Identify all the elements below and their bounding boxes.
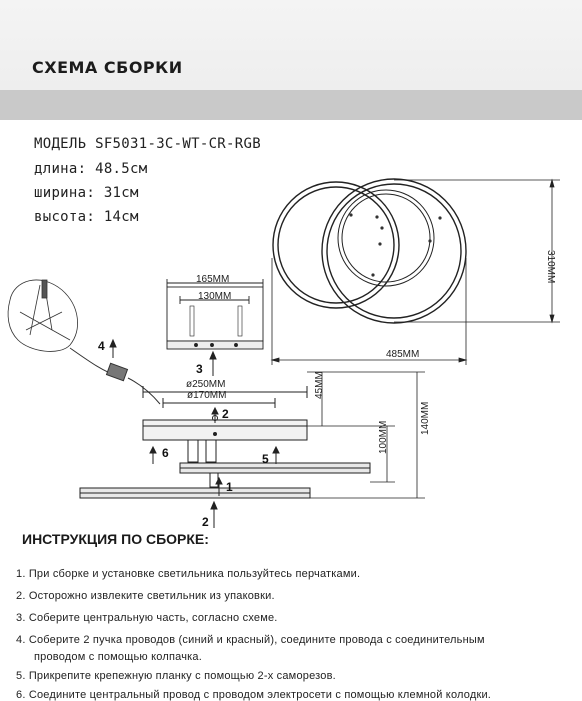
model-label: МОДЕЛЬ SF5031-3C-WT-CR-RGB [34, 136, 261, 152]
page-title: СХЕМА СБОРКИ [32, 58, 183, 77]
callout-1: 1 [226, 480, 233, 494]
instruction-step-2: 2. Осторожно извлеките светильник из упа… [16, 590, 275, 602]
length-label: длина: 48.5см [34, 161, 148, 177]
callout-4: 4 [98, 339, 105, 353]
dim-130-text: 130MM [198, 291, 231, 302]
callout-3-arrow [209, 350, 217, 376]
dim-310-text: 310MM [545, 250, 556, 283]
ring-connector-dots [349, 213, 442, 277]
dim-485-text: 485MM [386, 349, 419, 360]
callout-1-arrow [215, 476, 223, 496]
callout-2-lower: 2 [202, 515, 209, 529]
wire-bundle [69, 347, 161, 405]
dim-250-text: ø250MM [186, 379, 225, 390]
callout-5-arrow [272, 445, 280, 464]
callout-4-arrow [109, 338, 117, 358]
instruction-step-4-cont: проводом с помощью колпачка. [34, 651, 202, 663]
header-banner: СХЕМА СБОРКИ [0, 0, 582, 120]
dimension-485 [270, 258, 468, 365]
callout-3: 3 [196, 362, 203, 376]
dim-100-text: 100MM [378, 421, 389, 454]
instruction-step-5: 5. Прикрепите крепежную планку с помощью… [16, 670, 336, 682]
dimension-310 [394, 178, 560, 324]
top-view-rings [272, 178, 467, 324]
instructions-title: ИНСТРУКЦИЯ ПО СБОРКЕ: [22, 531, 209, 547]
assembly-diagram: 485MM 310MM 165MM 130MM 3 [7, 178, 560, 529]
callout-6-arrow [149, 445, 157, 464]
dim-45-text: 45MM [314, 371, 325, 399]
instruction-step-3: 3. Соберите центральную часть, согласно … [16, 612, 278, 624]
height-label: высота: 14см [34, 209, 139, 225]
wire-connector-sketch [7, 279, 78, 352]
callout-2-upper-arrow [211, 406, 219, 423]
dimension-verticals [307, 371, 425, 499]
instruction-step-6: 6. Соедините центральный провод с провод… [16, 689, 492, 701]
mounting-plate [166, 279, 264, 350]
dim-140-text: 140MM [420, 402, 431, 435]
width-label: ширина: 31см [34, 185, 139, 201]
instruction-step-1: 1. При сборке и установке светильника по… [16, 568, 361, 580]
callout-6: 6 [162, 446, 169, 460]
callout-5: 5 [262, 452, 269, 466]
callout-2-upper: 2 [222, 407, 229, 421]
instruction-step-4: 4. Соберите 2 пучка проводов (синий и кр… [16, 634, 485, 646]
dim-165-text: 165MM [196, 274, 229, 285]
dim-170-text: ø170MM [187, 390, 226, 401]
callout-2-lower-arrow [210, 500, 218, 528]
central-body [79, 386, 371, 499]
